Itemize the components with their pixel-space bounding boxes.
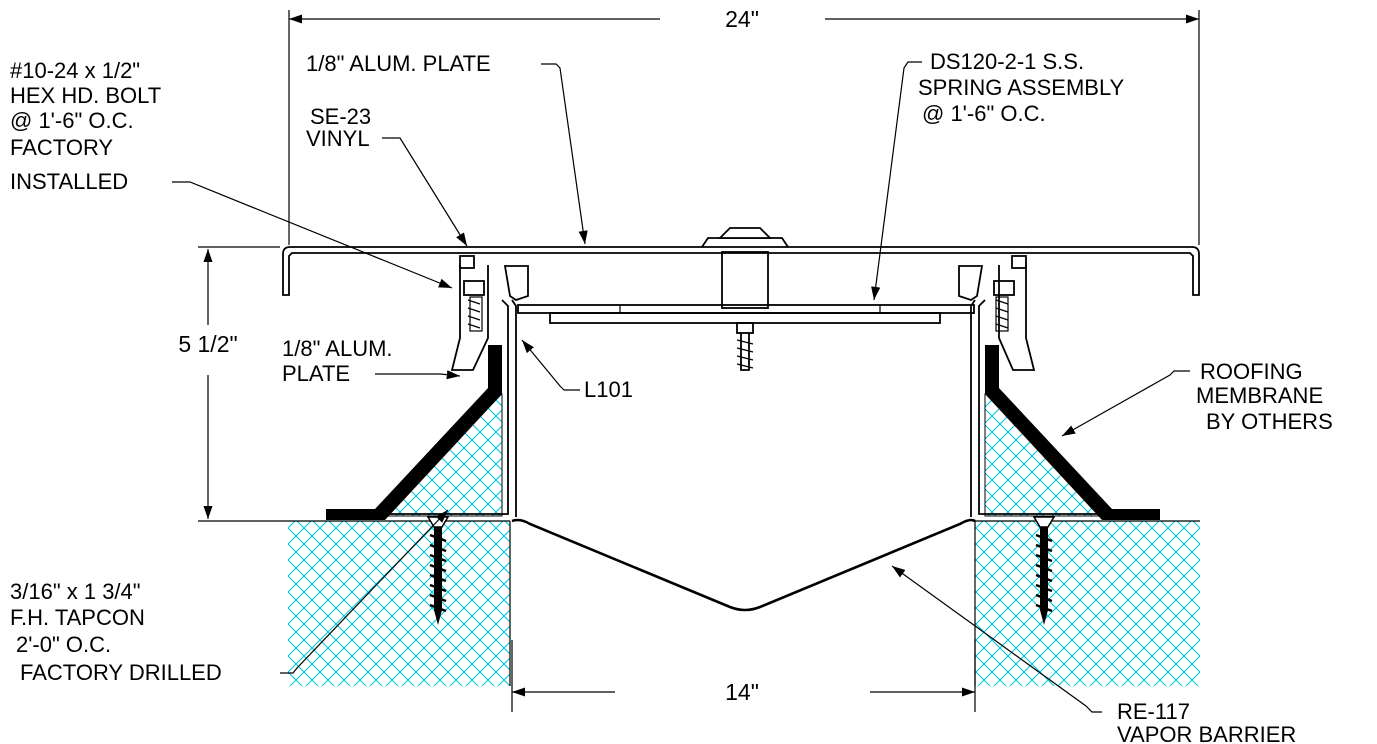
roofing-membrane-right (985, 345, 1160, 520)
side-frame-right (958, 255, 1100, 517)
concrete-substrate-right (974, 520, 1200, 686)
leader-lines (172, 61, 1190, 713)
side-frame-left (388, 255, 529, 517)
callout-roofing-membrane: ROOFING MEMBRANE BY OTHERS (1196, 359, 1333, 434)
callout-top-plate: 1/8" ALUM. PLATE (306, 51, 491, 76)
callout-side-plate: 1/8" ALUM. PLATE (282, 336, 399, 386)
callout-l101: L101 (584, 377, 633, 402)
top-cover-plate (282, 246, 1200, 296)
roofing-membrane-left (326, 345, 502, 520)
callout-spring-assembly: DS120-2-1 S.S. SPRING ASSEMBLY @ 1'-6" O… (918, 49, 1130, 126)
callout-tapcon: 3/16" x 1 3/4" F.H. TAPCON 2'-0" O.C. FA… (10, 579, 222, 685)
dimension-bottom-width: 14" (511, 640, 976, 712)
dimension-bottom-width-text: 14" (725, 679, 759, 705)
callout-vinyl: SE-23 VINYL (306, 104, 377, 151)
callout-hex-bolt: #10-24 x 1/2" HEX HD. BOLT @ 1'-6" O.C. … (10, 58, 167, 194)
vapor-barrier (511, 518, 976, 612)
dimension-height-text: 5 1/2" (178, 331, 237, 357)
spring-assembly (517, 227, 975, 371)
concrete-substrate-left (288, 520, 511, 686)
dimension-top-width-text: 24" (725, 6, 759, 32)
dimension-top-width: 24" (288, 6, 1200, 245)
dimension-height: 5 1/2" (178, 246, 288, 522)
tapcon-screw-right (1032, 516, 1056, 625)
callout-vapor-barrier: RE-117 VAPOR BARRIER (1117, 699, 1296, 744)
